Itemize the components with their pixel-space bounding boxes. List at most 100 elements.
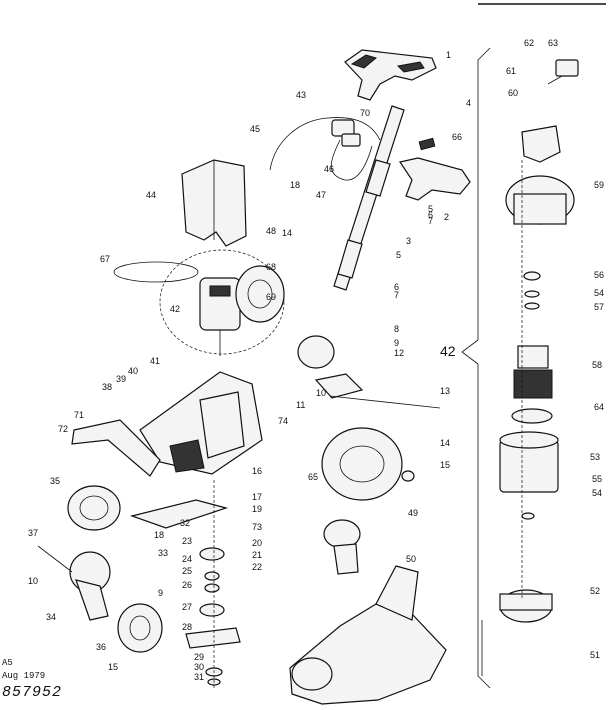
skid-plate <box>129 499 229 529</box>
part-label-67: 67 <box>100 254 110 264</box>
part-label-53: 53 <box>590 452 600 462</box>
handle-grip <box>344 49 437 101</box>
part-label-23: 23 <box>182 536 192 546</box>
part-label-9b: 9 <box>158 588 163 598</box>
part-label-70: 70 <box>360 108 370 118</box>
bearing-washer <box>521 512 535 520</box>
part-label-74: 74 <box>278 416 288 426</box>
armature <box>513 345 553 399</box>
agitator <box>323 519 361 575</box>
spring <box>37 545 73 573</box>
part-label-51: 51 <box>590 650 600 660</box>
assembly-label: 42 <box>440 343 456 359</box>
part-label-44: 44 <box>146 190 156 200</box>
part-label-62: 62 <box>524 38 534 48</box>
field-stator <box>499 431 559 493</box>
part-label-6a: 6 <box>428 210 433 220</box>
part-label-34: 34 <box>46 612 56 622</box>
part-label-15b: 15 <box>108 662 118 672</box>
part-label-37: 37 <box>28 528 38 538</box>
part-label-45: 45 <box>250 124 260 134</box>
side-wheel-small <box>235 265 285 323</box>
power-cord <box>269 117 381 171</box>
part-label-36: 36 <box>96 642 106 652</box>
part-label-25: 25 <box>182 566 192 576</box>
fan-housing <box>169 439 205 473</box>
part-label-3: 3 <box>406 236 411 246</box>
part-label-31: 31 <box>194 672 204 682</box>
drawing-code: A5 <box>2 658 13 668</box>
part-label-73: 73 <box>252 522 262 532</box>
part-label-16: 16 <box>252 466 262 476</box>
part-label-26: 26 <box>182 580 192 590</box>
part-label-20: 20 <box>252 538 262 548</box>
cord-lead <box>330 139 373 181</box>
part-label-54a: 54 <box>594 288 604 298</box>
wheel-cap <box>401 470 415 482</box>
axle-hub <box>297 335 364 399</box>
part-label-14b: 14 <box>440 438 450 448</box>
part-label-17: 17 <box>252 492 262 502</box>
switch-plate <box>418 137 436 151</box>
motor-outline <box>159 249 285 355</box>
handwritten-number: 857952 <box>2 684 63 701</box>
washer-low <box>524 302 540 310</box>
part-label-24: 24 <box>182 554 192 564</box>
part-label-66: 66 <box>452 132 462 142</box>
side-wheel-large <box>321 427 403 501</box>
part-label-69: 69 <box>266 292 276 302</box>
part-label-49: 49 <box>408 508 418 518</box>
part-label-12: 12 <box>394 348 404 358</box>
part-label-14a: 14 <box>282 228 292 238</box>
part-label-38: 38 <box>102 382 112 392</box>
part-label-7b: 7 <box>394 290 399 300</box>
part-label-72: 72 <box>58 424 68 434</box>
part-label-43: 43 <box>296 90 306 100</box>
part-label-58: 58 <box>592 360 602 370</box>
fan-disc <box>511 408 553 424</box>
part-label-68: 68 <box>266 262 276 272</box>
part-label-47: 47 <box>316 190 326 200</box>
motor-unit <box>199 277 241 356</box>
part-label-33: 33 <box>158 548 168 558</box>
part-label-32: 32 <box>180 518 190 528</box>
part-label-54b: 54 <box>592 488 602 498</box>
part-label-10a: 10 <box>316 388 326 398</box>
part-label-27: 27 <box>182 602 192 612</box>
cord-plug <box>341 133 361 147</box>
part-label-5b: 5 <box>396 250 401 260</box>
rear-wheel <box>117 603 163 653</box>
part-label-55: 55 <box>592 474 602 484</box>
assembly-bracket <box>461 47 491 689</box>
part-label-57: 57 <box>594 302 604 312</box>
motor-mount <box>199 391 245 459</box>
part-label-15a: 15 <box>440 460 450 470</box>
part-label-48: 48 <box>266 226 276 236</box>
axle-rod <box>329 395 441 409</box>
part-label-29: 29 <box>194 652 204 662</box>
part-label-60: 60 <box>508 88 518 98</box>
part-label-63: 63 <box>548 38 558 48</box>
part-label-28: 28 <box>182 622 192 632</box>
part-label-18a: 18 <box>290 180 300 190</box>
part-label-40: 40 <box>128 366 138 376</box>
part-label-19: 19 <box>252 504 262 514</box>
part-label-42: 42 <box>170 304 180 314</box>
part-label-18b: 18 <box>154 530 164 540</box>
part-label-1: 1 <box>446 50 451 60</box>
part-label-65: 65 <box>308 472 318 482</box>
fan-stack <box>185 547 241 686</box>
part-label-21: 21 <box>252 550 262 560</box>
part-label-2: 2 <box>444 212 449 222</box>
part-label-52: 52 <box>590 586 600 596</box>
part-label-13: 13 <box>440 386 450 396</box>
part-label-11: 11 <box>296 400 305 410</box>
part-label-9a: 9 <box>394 338 399 348</box>
part-label-50: 50 <box>406 554 416 564</box>
part-label-4: 4 <box>466 98 471 108</box>
switch-bracket <box>399 157 471 201</box>
handle-tube <box>333 105 405 291</box>
part-label-61: 61 <box>506 66 516 76</box>
part-label-10b: 10 <box>28 576 38 586</box>
motor-end-cap <box>521 125 561 163</box>
